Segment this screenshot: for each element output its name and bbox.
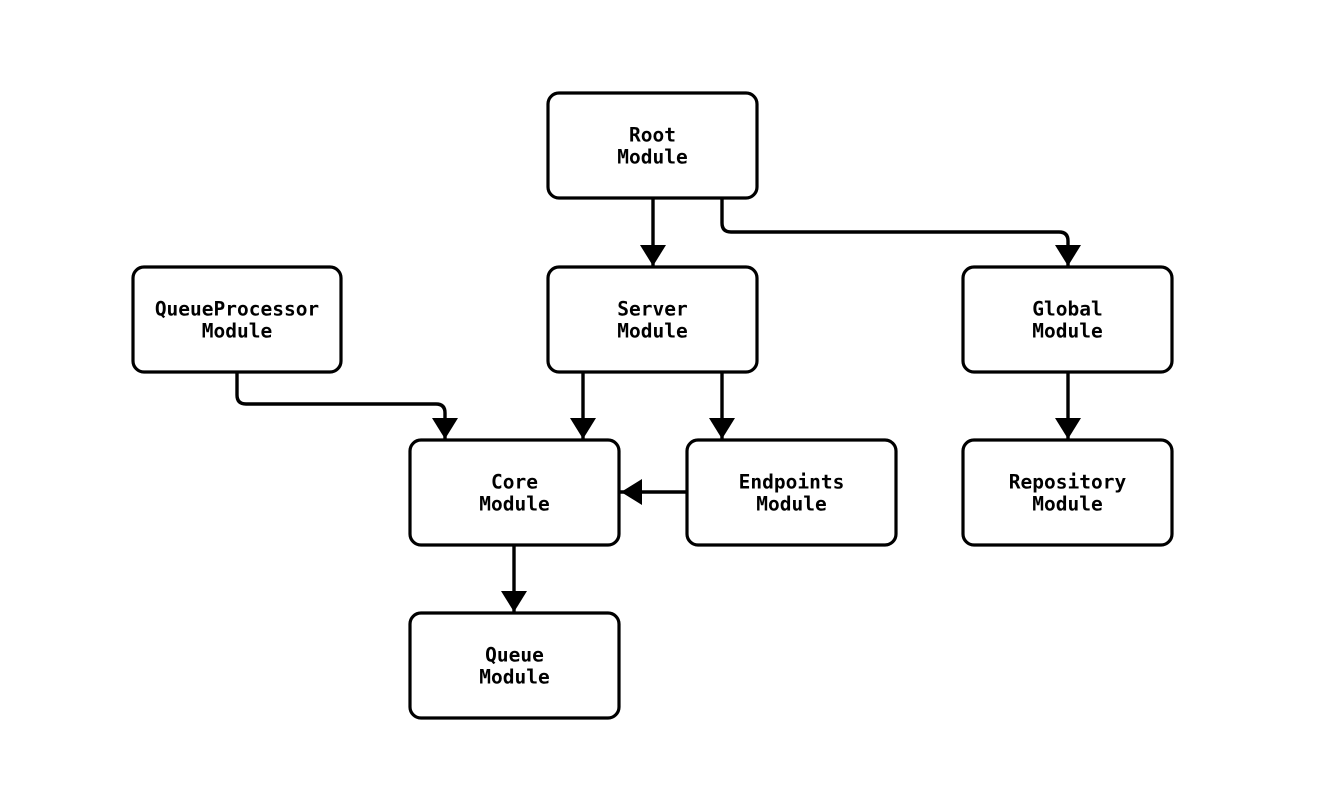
edge-queueprocessor-module-to-core-module bbox=[235, 370, 458, 440]
node-box bbox=[546, 265, 759, 374]
node-box bbox=[408, 438, 621, 547]
edge-root-module-to-global-module bbox=[720, 196, 1081, 267]
node-box bbox=[408, 611, 621, 720]
node-box bbox=[961, 265, 1174, 374]
node-box bbox=[131, 265, 343, 374]
node-box bbox=[546, 91, 759, 200]
edges-layer bbox=[235, 196, 1081, 613]
node-box bbox=[961, 438, 1174, 547]
node-box bbox=[685, 438, 898, 547]
